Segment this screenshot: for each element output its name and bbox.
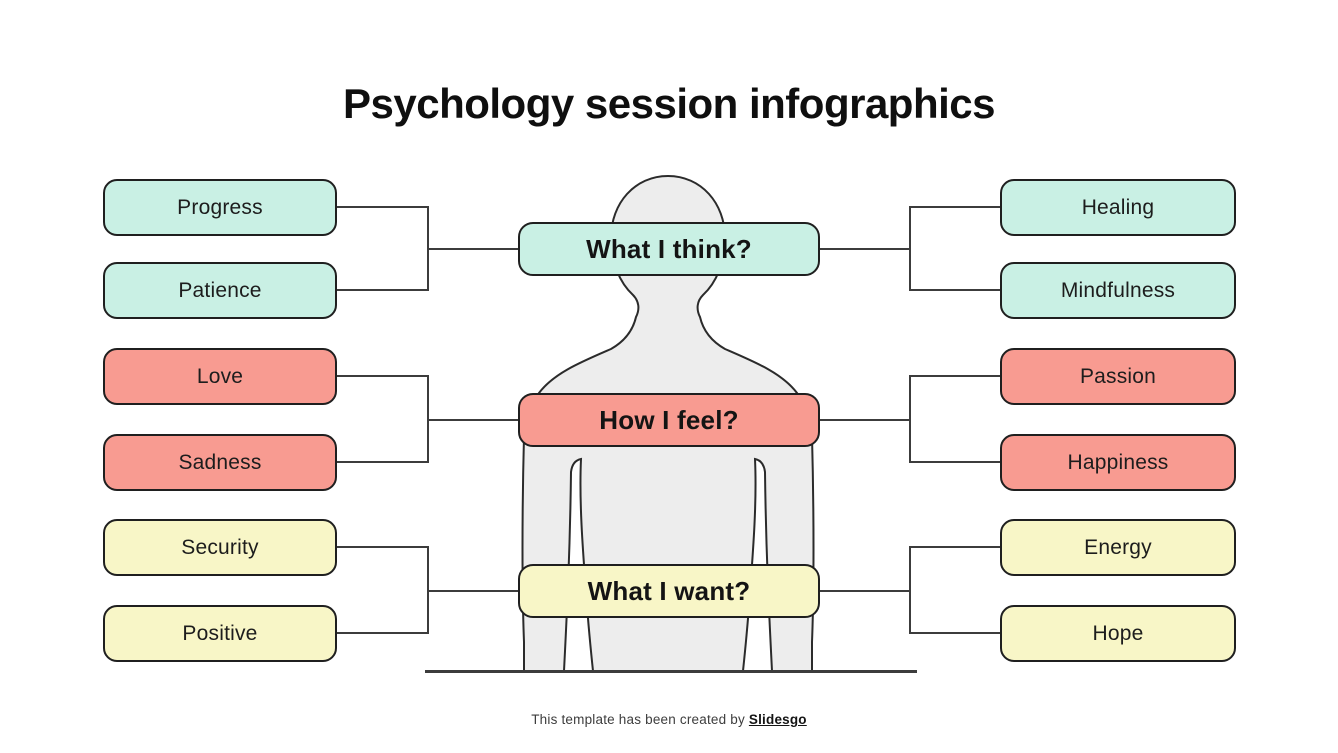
box-hope: Hope bbox=[1000, 605, 1236, 662]
box-security: Security bbox=[103, 519, 337, 576]
connector-line bbox=[909, 632, 1000, 634]
box-progress: Progress bbox=[103, 179, 337, 236]
slidesgo-link[interactable]: Slidesgo bbox=[748, 712, 807, 727]
center-box-what-i-want: What I want? bbox=[518, 564, 820, 618]
connector-line bbox=[820, 590, 910, 592]
box-passion: Passion bbox=[1000, 348, 1236, 405]
connector-line bbox=[337, 546, 428, 548]
box-happiness-label: Happiness bbox=[1067, 450, 1169, 474]
box-sadness: Sadness bbox=[103, 434, 337, 491]
page-title: Psychology session infographics bbox=[342, 80, 996, 127]
box-healing-label: Healing bbox=[1081, 195, 1155, 219]
box-energy-label: Energy bbox=[1084, 535, 1152, 559]
connector-line bbox=[909, 546, 911, 634]
box-mindfulness: Mindfulness bbox=[1000, 262, 1236, 319]
box-progress-label: Progress bbox=[177, 195, 263, 219]
box-healing: Healing bbox=[1000, 179, 1236, 236]
box-positive: Positive bbox=[103, 605, 337, 662]
connector-line bbox=[337, 632, 428, 634]
center-box-what-i-want-label: What I want? bbox=[587, 575, 751, 606]
connector-line bbox=[909, 375, 911, 463]
box-energy: Energy bbox=[1000, 519, 1236, 576]
box-passion-label: Passion bbox=[1079, 364, 1157, 388]
connector-line bbox=[337, 375, 428, 377]
connector-line bbox=[909, 546, 1000, 548]
connector-line bbox=[909, 206, 911, 291]
center-box-how-i-feel-label: How I feel? bbox=[599, 404, 739, 435]
connector-line bbox=[427, 248, 518, 250]
center-box-what-i-think-label: What I think? bbox=[586, 233, 752, 264]
connector-line bbox=[909, 206, 1000, 208]
connector-line bbox=[820, 419, 910, 421]
box-patience: Patience bbox=[103, 262, 337, 319]
box-happiness: Happiness bbox=[1000, 434, 1236, 491]
ground-line bbox=[425, 670, 917, 673]
box-mindfulness-label: Mindfulness bbox=[1060, 278, 1176, 302]
connector-line bbox=[337, 289, 428, 291]
box-love-label: Love bbox=[196, 364, 244, 388]
footer-credit: This template has been created by Slides… bbox=[0, 712, 1338, 727]
center-box-what-i-think: What I think? bbox=[518, 222, 820, 276]
center-box-how-i-feel: How I feel? bbox=[518, 393, 820, 447]
box-sadness-label: Sadness bbox=[178, 450, 262, 474]
box-patience-label: Patience bbox=[178, 278, 262, 302]
connector-line bbox=[337, 206, 428, 208]
connector-line bbox=[427, 419, 518, 421]
connector-line bbox=[909, 375, 1000, 377]
connector-line bbox=[337, 461, 428, 463]
box-security-label: Security bbox=[181, 535, 259, 559]
box-love: Love bbox=[103, 348, 337, 405]
connector-line bbox=[820, 248, 910, 250]
connector-line bbox=[427, 590, 518, 592]
connector-line bbox=[909, 461, 1000, 463]
box-positive-label: Positive bbox=[182, 621, 258, 645]
box-hope-label: Hope bbox=[1092, 621, 1144, 645]
footer-credit-text: This template has been created by bbox=[531, 712, 749, 727]
connector-line bbox=[909, 289, 1000, 291]
